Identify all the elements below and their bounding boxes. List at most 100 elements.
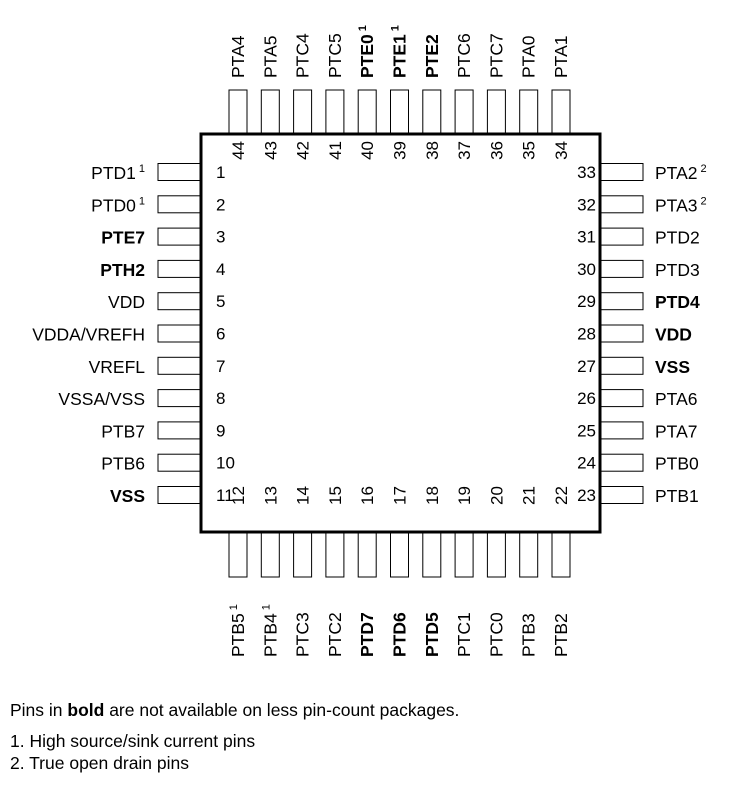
pin-label-25-text: PTA7	[655, 421, 697, 441]
pin-label-18: PTD5	[422, 612, 442, 657]
pin-label-40-footnote-marker: 1	[357, 25, 369, 31]
pin-lead-15	[325, 531, 345, 578]
pin-number-37: 37	[455, 141, 474, 160]
pin-number-32: 32	[577, 195, 596, 214]
pin-lead-25	[599, 421, 644, 440]
pin-label-2-footnote-marker: 1	[139, 195, 145, 207]
pin-lead-23	[599, 486, 644, 504]
pin-label-42: PTC4	[293, 33, 313, 78]
pin-lead-18	[422, 531, 442, 578]
pin-label-22-text: PTB2	[551, 613, 571, 657]
pin-number-43: 43	[261, 141, 280, 160]
pin-number-39: 39	[391, 141, 410, 160]
pin-number-30: 30	[577, 260, 596, 279]
pin-label-11: VSS	[110, 486, 145, 506]
pin-label-7-text: VREFL	[89, 357, 146, 377]
pin-lead-26	[599, 389, 644, 408]
pin-lead-2	[157, 195, 202, 214]
pin-lead-4	[157, 259, 202, 278]
pin-label-27-text: VSS	[655, 357, 690, 377]
pin-label-24: PTB0	[655, 454, 699, 474]
pin-label-5-text: VDD	[108, 292, 145, 312]
pin-label-39: PTE11	[390, 25, 410, 78]
pin-label-44-text: PTA4	[228, 35, 248, 78]
pin-label-14-text: PTC3	[293, 612, 313, 657]
pin-number-21: 21	[520, 486, 539, 505]
pin-label-26: PTA6	[655, 389, 697, 409]
pin-number-27: 27	[577, 357, 596, 376]
pin-number-42: 42	[294, 141, 313, 160]
pin-label-32-text: PTA3	[655, 195, 697, 215]
pin-number-6: 6	[216, 325, 225, 344]
pin-lead-16	[357, 531, 377, 578]
pin-label-30-text: PTD3	[655, 260, 700, 280]
pin-number-10: 10	[216, 454, 235, 473]
pin-lead-37	[454, 89, 474, 135]
pin-label-27: VSS	[655, 357, 690, 377]
pin-lead-28	[599, 324, 644, 343]
pin-label-15-text: PTC2	[325, 612, 345, 657]
pin-label-4-text: PTH2	[100, 260, 145, 280]
pin-label-20-text: PTC0	[486, 612, 506, 657]
pin-label-40-text: PTE0	[357, 34, 377, 78]
pin-label-43-text: PTA5	[260, 36, 280, 78]
pin-label-38: PTE2	[422, 34, 442, 78]
pin-lead-11	[157, 486, 202, 504]
pin-label-34: PTA1	[551, 36, 571, 78]
pin-label-14: PTC3	[293, 612, 313, 657]
pin-number-14: 14	[294, 486, 313, 505]
pin-label-29: PTD4	[655, 292, 700, 312]
pin-lead-24	[599, 453, 644, 472]
pin-label-36-text: PTC7	[486, 33, 506, 78]
pin-lead-12	[228, 531, 248, 578]
pin-label-24-text: PTB0	[655, 454, 699, 474]
pin-lead-9	[157, 421, 202, 440]
pin-label-1-text: PTD1	[91, 163, 136, 183]
pin-label-31: PTD2	[655, 228, 700, 248]
pin-label-33-text: PTA2	[655, 163, 697, 183]
pin-number-25: 25	[577, 421, 596, 440]
pin-number-28: 28	[577, 325, 596, 344]
pin-number-34: 34	[552, 141, 571, 160]
pin-label-16: PTD7	[357, 612, 377, 657]
pin-label-5: VDD	[108, 292, 145, 312]
pin-label-40: PTE0 1	[357, 25, 377, 78]
pin-label-37: PTC6	[454, 33, 474, 78]
pin-label-4: PTH2	[100, 260, 145, 280]
pin-label-44: PTA4	[228, 35, 248, 78]
pin-label-12-text: PTB5	[228, 613, 248, 657]
pin-label-28-text: VDD	[655, 325, 692, 345]
pin-lead-30	[599, 259, 644, 278]
legend-prefix: Pins in	[10, 700, 68, 720]
pin-lead-8	[157, 389, 202, 408]
pin-label-19: PTC1	[454, 612, 474, 657]
pin-number-35: 35	[520, 141, 539, 160]
pin-label-28: VDD	[655, 325, 692, 345]
pin-number-17: 17	[391, 486, 410, 505]
bold-pins-legend: Pins in bold are not available on less p…	[10, 699, 725, 721]
pin-lead-17	[390, 531, 409, 578]
pin-number-44: 44	[229, 141, 248, 160]
pin-number-8: 8	[216, 389, 225, 408]
pin-number-1: 1	[216, 163, 225, 182]
pin-lead-41	[325, 89, 345, 135]
pin-label-20: PTC0	[486, 612, 506, 657]
pin-label-41-text: PTC5	[325, 33, 345, 78]
pin-label-38-text: PTE2	[422, 34, 442, 78]
pin-lead-21	[519, 531, 539, 578]
pin-label-36: PTC7	[486, 33, 506, 78]
pin-lead-1	[157, 163, 202, 181]
pin-number-5: 5	[216, 292, 225, 311]
pin-label-17: PTD6	[390, 612, 410, 657]
notes-section: Pins in bold are not available on less p…	[10, 699, 725, 774]
pin-label-10: PTB6	[101, 454, 145, 474]
pin-label-35: PTA0	[519, 35, 539, 78]
pin-label-3-text: PTE7	[101, 228, 145, 248]
pin-number-41: 41	[326, 141, 345, 160]
pin-label-23: PTB1	[655, 486, 699, 506]
pin-label-33-footnote-marker: 2	[700, 163, 706, 175]
pin-number-19: 19	[455, 486, 474, 505]
pin-label-42-text: PTC4	[293, 33, 313, 78]
